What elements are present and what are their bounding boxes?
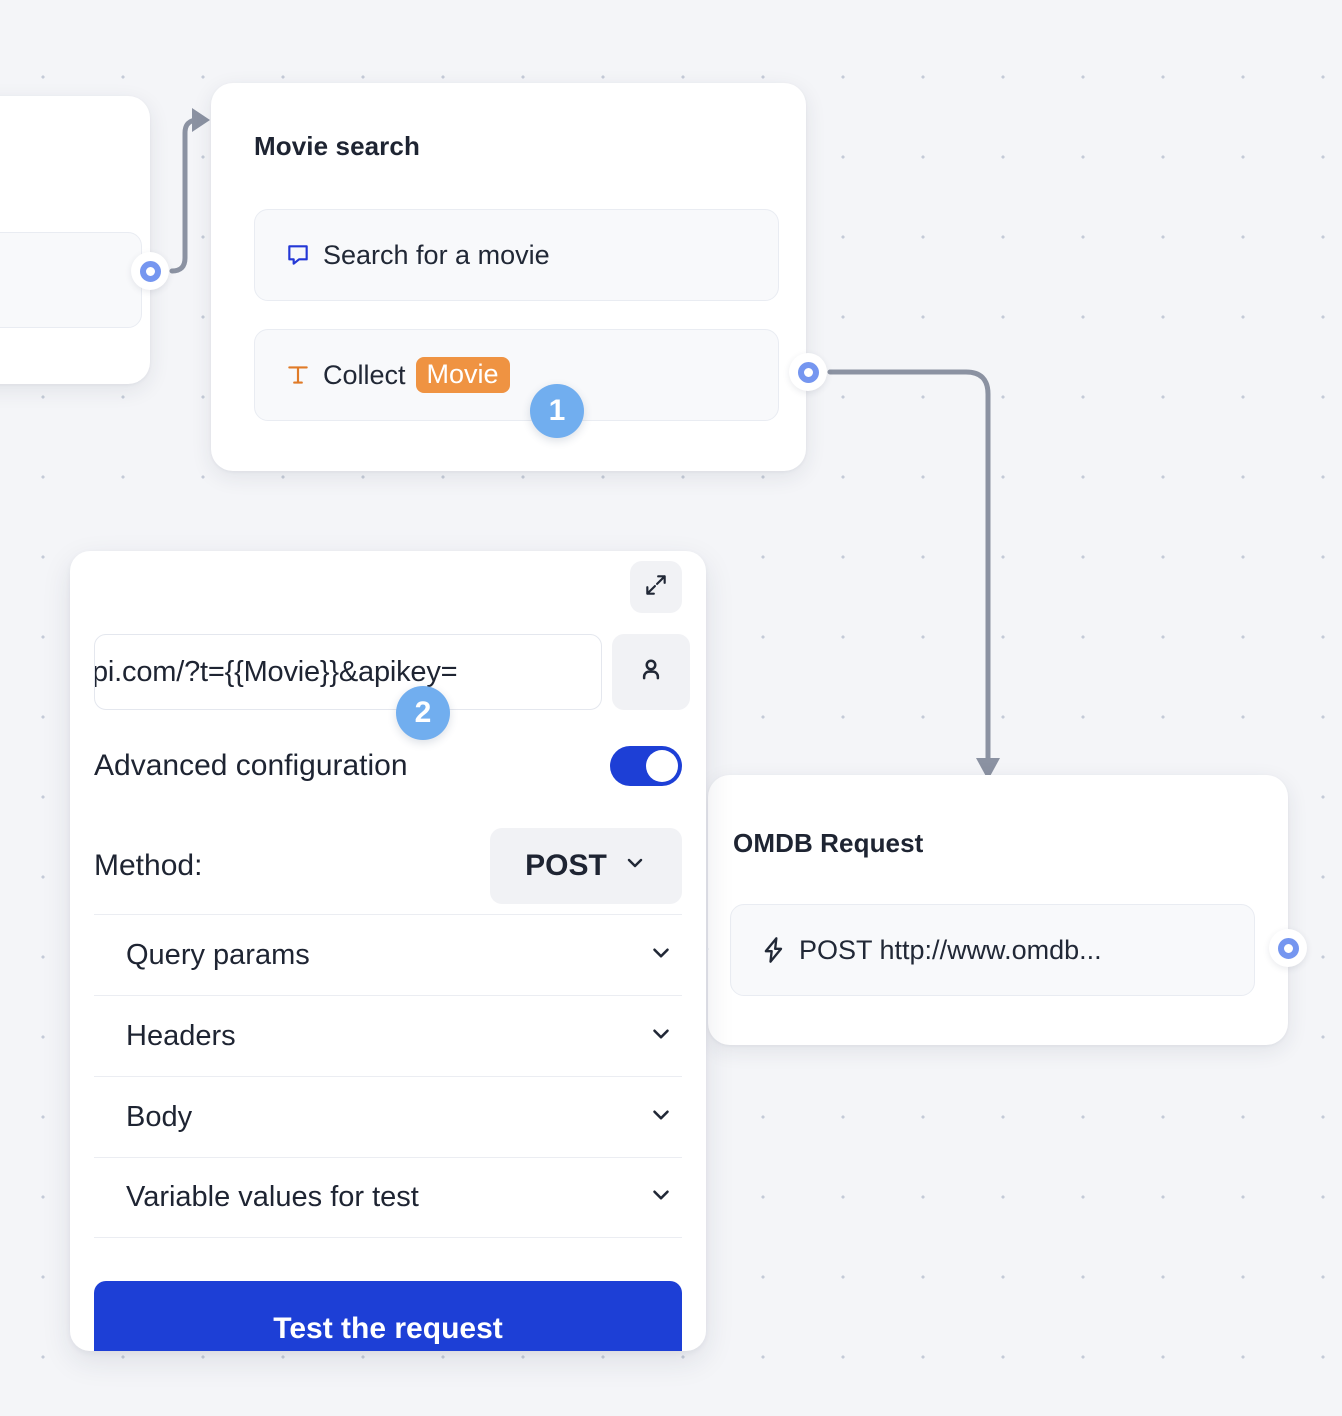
method-value: POST [525,849,607,882]
accordion-label: Headers [126,1019,236,1052]
expand-diagonal-icon [643,572,669,603]
partial-node-row[interactable] [0,232,142,328]
output-port-movie-search[interactable] [789,353,827,391]
node-title-omdb-request: OMDB Request [733,828,924,858]
accordion-item-query-params[interactable]: Query params [94,914,682,995]
accordion-item-body[interactable]: Body [94,1076,682,1157]
advanced-configuration-label: Advanced configuration [94,749,408,782]
request-config-panel[interactable]: pi.com/?t={{Movie}}&apikey= Advanced con… [70,551,706,1351]
node-omdb-request[interactable]: OMDB Request POST http://www.omdb... [694,775,1288,1045]
partial-node[interactable] [0,96,150,384]
row-search-for-a-movie[interactable]: Search for a movie [254,209,779,301]
row-post-request[interactable]: POST http://www.omdb... [730,904,1255,996]
chevron-down-icon[interactable] [648,1182,674,1213]
request-url-value: pi.com/?t={{Movie}}&apikey= [94,655,458,688]
row-label-search: Search for a movie [323,239,550,270]
text-type-icon [283,360,313,390]
chevron-down-icon[interactable] [648,940,674,971]
row-collect-movie[interactable]: Collect Movie [254,329,779,421]
chevron-down-icon [623,849,647,883]
step-badge-1: 1 [530,384,584,438]
accordion-label: Query params [126,938,310,971]
method-row: Method: POST [94,828,682,904]
row-label-collect: Collect [323,359,406,390]
row-label-post: POST http://www.omdb... [799,934,1102,965]
node-movie-search[interactable]: Movie search Search for a movie Collect [211,83,806,471]
test-the-request-button[interactable]: Test the request [94,1281,682,1351]
accordion-item-variable-values-for-test[interactable]: Variable values for test [94,1157,682,1238]
expand-panel-button[interactable] [630,561,682,613]
method-select[interactable]: POST [490,828,682,904]
request-url-input[interactable]: pi.com/?t={{Movie}}&apikey= [94,634,602,710]
person-button[interactable] [612,634,690,710]
step-badge-2: 2 [396,686,450,740]
advanced-configuration-row: Advanced configuration [94,746,682,786]
accordion-list: Query params Headers Body Variable value… [94,914,682,1238]
output-port-left-node[interactable] [131,252,169,290]
lightning-bolt-icon [759,935,789,965]
url-row: pi.com/?t={{Movie}}&apikey= [94,634,690,710]
accordion-item-headers[interactable]: Headers [94,995,682,1076]
accordion-label: Body [126,1100,193,1133]
output-port-omdb-request[interactable] [1269,929,1307,967]
accordion-label: Variable values for test [126,1181,419,1213]
speech-bubble-icon [283,240,313,270]
variable-chip-movie[interactable]: Movie [415,356,510,394]
method-label: Method: [94,849,203,882]
person-icon [636,655,666,690]
chevron-down-icon[interactable] [648,1021,674,1052]
node-title-movie-search: Movie search [254,131,420,161]
chevron-down-icon[interactable] [648,1102,674,1133]
advanced-configuration-toggle[interactable] [610,746,682,786]
